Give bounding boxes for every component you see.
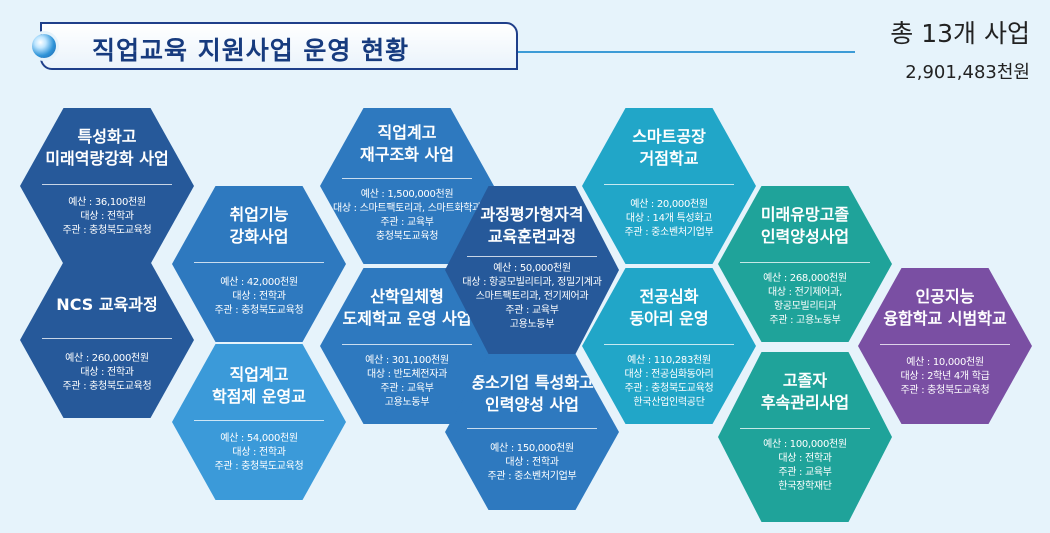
divider <box>342 178 472 179</box>
divider <box>42 184 172 185</box>
divider <box>604 184 734 185</box>
divider <box>42 338 172 339</box>
title-banner: 직업교육 지원사업 운영 현황 <box>32 22 518 70</box>
divider <box>740 262 870 263</box>
summary-budget: 2,901,483천원 <box>905 62 1030 83</box>
summary-total: 총 13개 사업 <box>890 19 1030 48</box>
divider <box>342 344 472 345</box>
divider <box>194 420 324 421</box>
page-title: 직업교육 지원사업 운영 현황 <box>92 36 410 65</box>
divider <box>467 428 597 429</box>
title-underline <box>518 51 855 53</box>
program-name: NCS 교육과정 <box>56 295 158 314</box>
divider <box>467 256 597 257</box>
globe-bullet-icon <box>32 34 56 58</box>
divider <box>194 262 324 263</box>
divider <box>740 428 870 429</box>
divider <box>604 344 734 345</box>
divider <box>880 344 1010 345</box>
